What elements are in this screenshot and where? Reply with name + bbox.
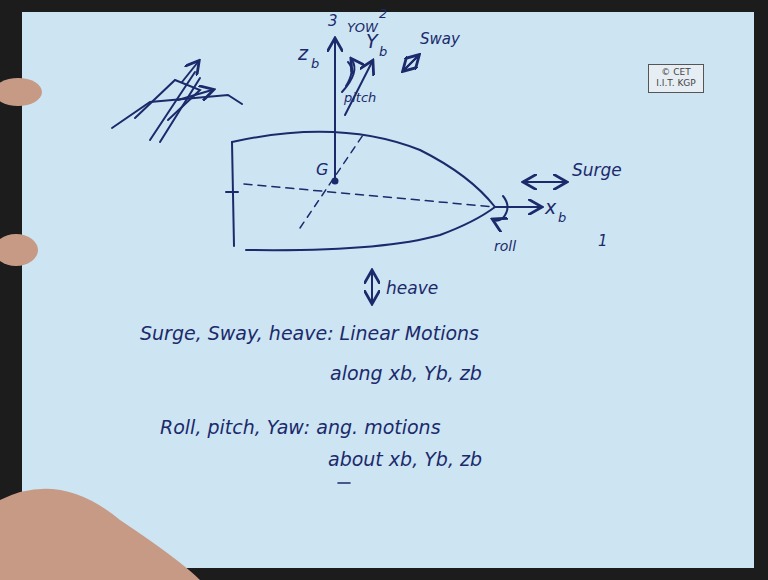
motion-label: 2 [379,6,387,21]
note-text: Surge, Sway, heave: Linear Motions [140,322,479,344]
motion-label: 3 [328,12,338,30]
motion-label: x [545,196,556,218]
motion-label: b [558,210,566,225]
motion-label: roll [494,238,516,254]
note-text: about xb, Yb, zb [328,448,482,470]
note-text: along xb, Yb, zb [330,362,482,384]
motion-label: heave [386,278,438,298]
motion-label: G [316,160,328,179]
motion-label: Surge [572,160,622,180]
copyright-text: © CET I.I.T. KGP [654,67,698,90]
motion-label: Sway [420,30,460,48]
motion-label: Y [366,30,378,52]
note-text: Roll, pitch, Yaw: ang. motions [160,416,441,438]
motion-label: pitch [344,90,376,105]
motion-label: b [379,44,387,59]
motion-label: b [311,56,319,71]
motion-label: 1 [598,232,608,250]
motion-label: z [298,42,308,64]
copyright-box: © CET I.I.T. KGP [648,64,704,93]
